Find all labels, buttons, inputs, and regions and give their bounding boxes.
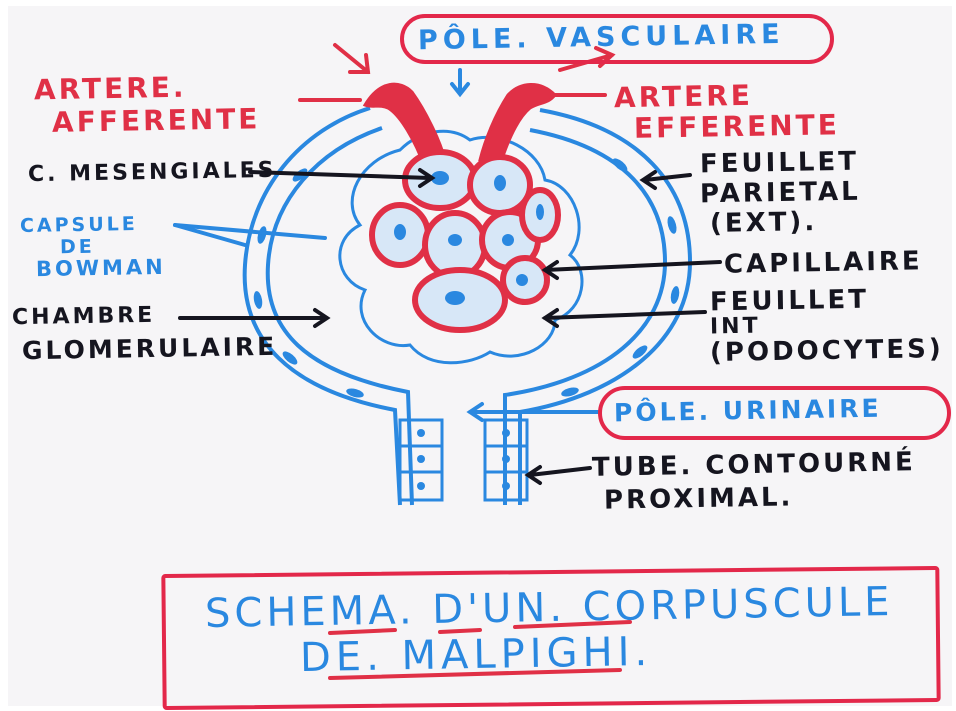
label-tube-1: TUBE. CONTOURNÉ bbox=[592, 447, 916, 483]
label-pole-urinaire: PÔLE. URINAIRE bbox=[614, 394, 882, 428]
label-capillaire: CAPILLAIRE bbox=[724, 246, 923, 279]
label-chambre-1: CHAMBRE bbox=[12, 303, 156, 330]
arrow-tube bbox=[528, 467, 590, 483]
label-pole-vasculaire: PÔLE. VASCULAIRE bbox=[418, 19, 785, 56]
title-line-2: DE. MALPIGHI. bbox=[300, 629, 653, 681]
arrow-capillaire bbox=[545, 262, 720, 278]
label-artere-efferente-2: EFFERENTE bbox=[634, 108, 840, 145]
label-capsule-2: DE bbox=[60, 236, 95, 259]
label-feuillet-int-2: INT bbox=[710, 314, 761, 340]
label-feuillet-int-1: FEUILLET bbox=[710, 285, 869, 318]
label-feuillet-parietal-1: FEUILLET bbox=[700, 147, 859, 180]
label-feuillet-parietal-3: (EXT). bbox=[710, 207, 818, 239]
label-tube-2: PROXIMAL. bbox=[604, 482, 794, 515]
label-artere-efferente-1: ARTERE bbox=[614, 79, 753, 114]
label-chambre-2: GLOMERULAIRE bbox=[22, 332, 278, 365]
arrow-pole-urinaire bbox=[470, 404, 600, 420]
label-artere-afferente-1: ARTERE. bbox=[34, 71, 187, 107]
arrow-afferent-in bbox=[335, 45, 368, 72]
tubule-nuclei bbox=[417, 429, 510, 490]
label-capsule-1: CAPSULE bbox=[20, 213, 138, 237]
label-capsule-3: BOWMAN bbox=[36, 255, 166, 281]
label-feuillet-int-3: (PODOCYTES) bbox=[710, 334, 944, 368]
label-feuillet-parietal-2: PARIETAL bbox=[700, 177, 861, 210]
arrow-pole-vasc bbox=[452, 70, 468, 94]
label-artere-afferente-2: AFFERENTE bbox=[52, 102, 261, 139]
label-mesangiales: C. MESENGIALES bbox=[28, 158, 277, 187]
